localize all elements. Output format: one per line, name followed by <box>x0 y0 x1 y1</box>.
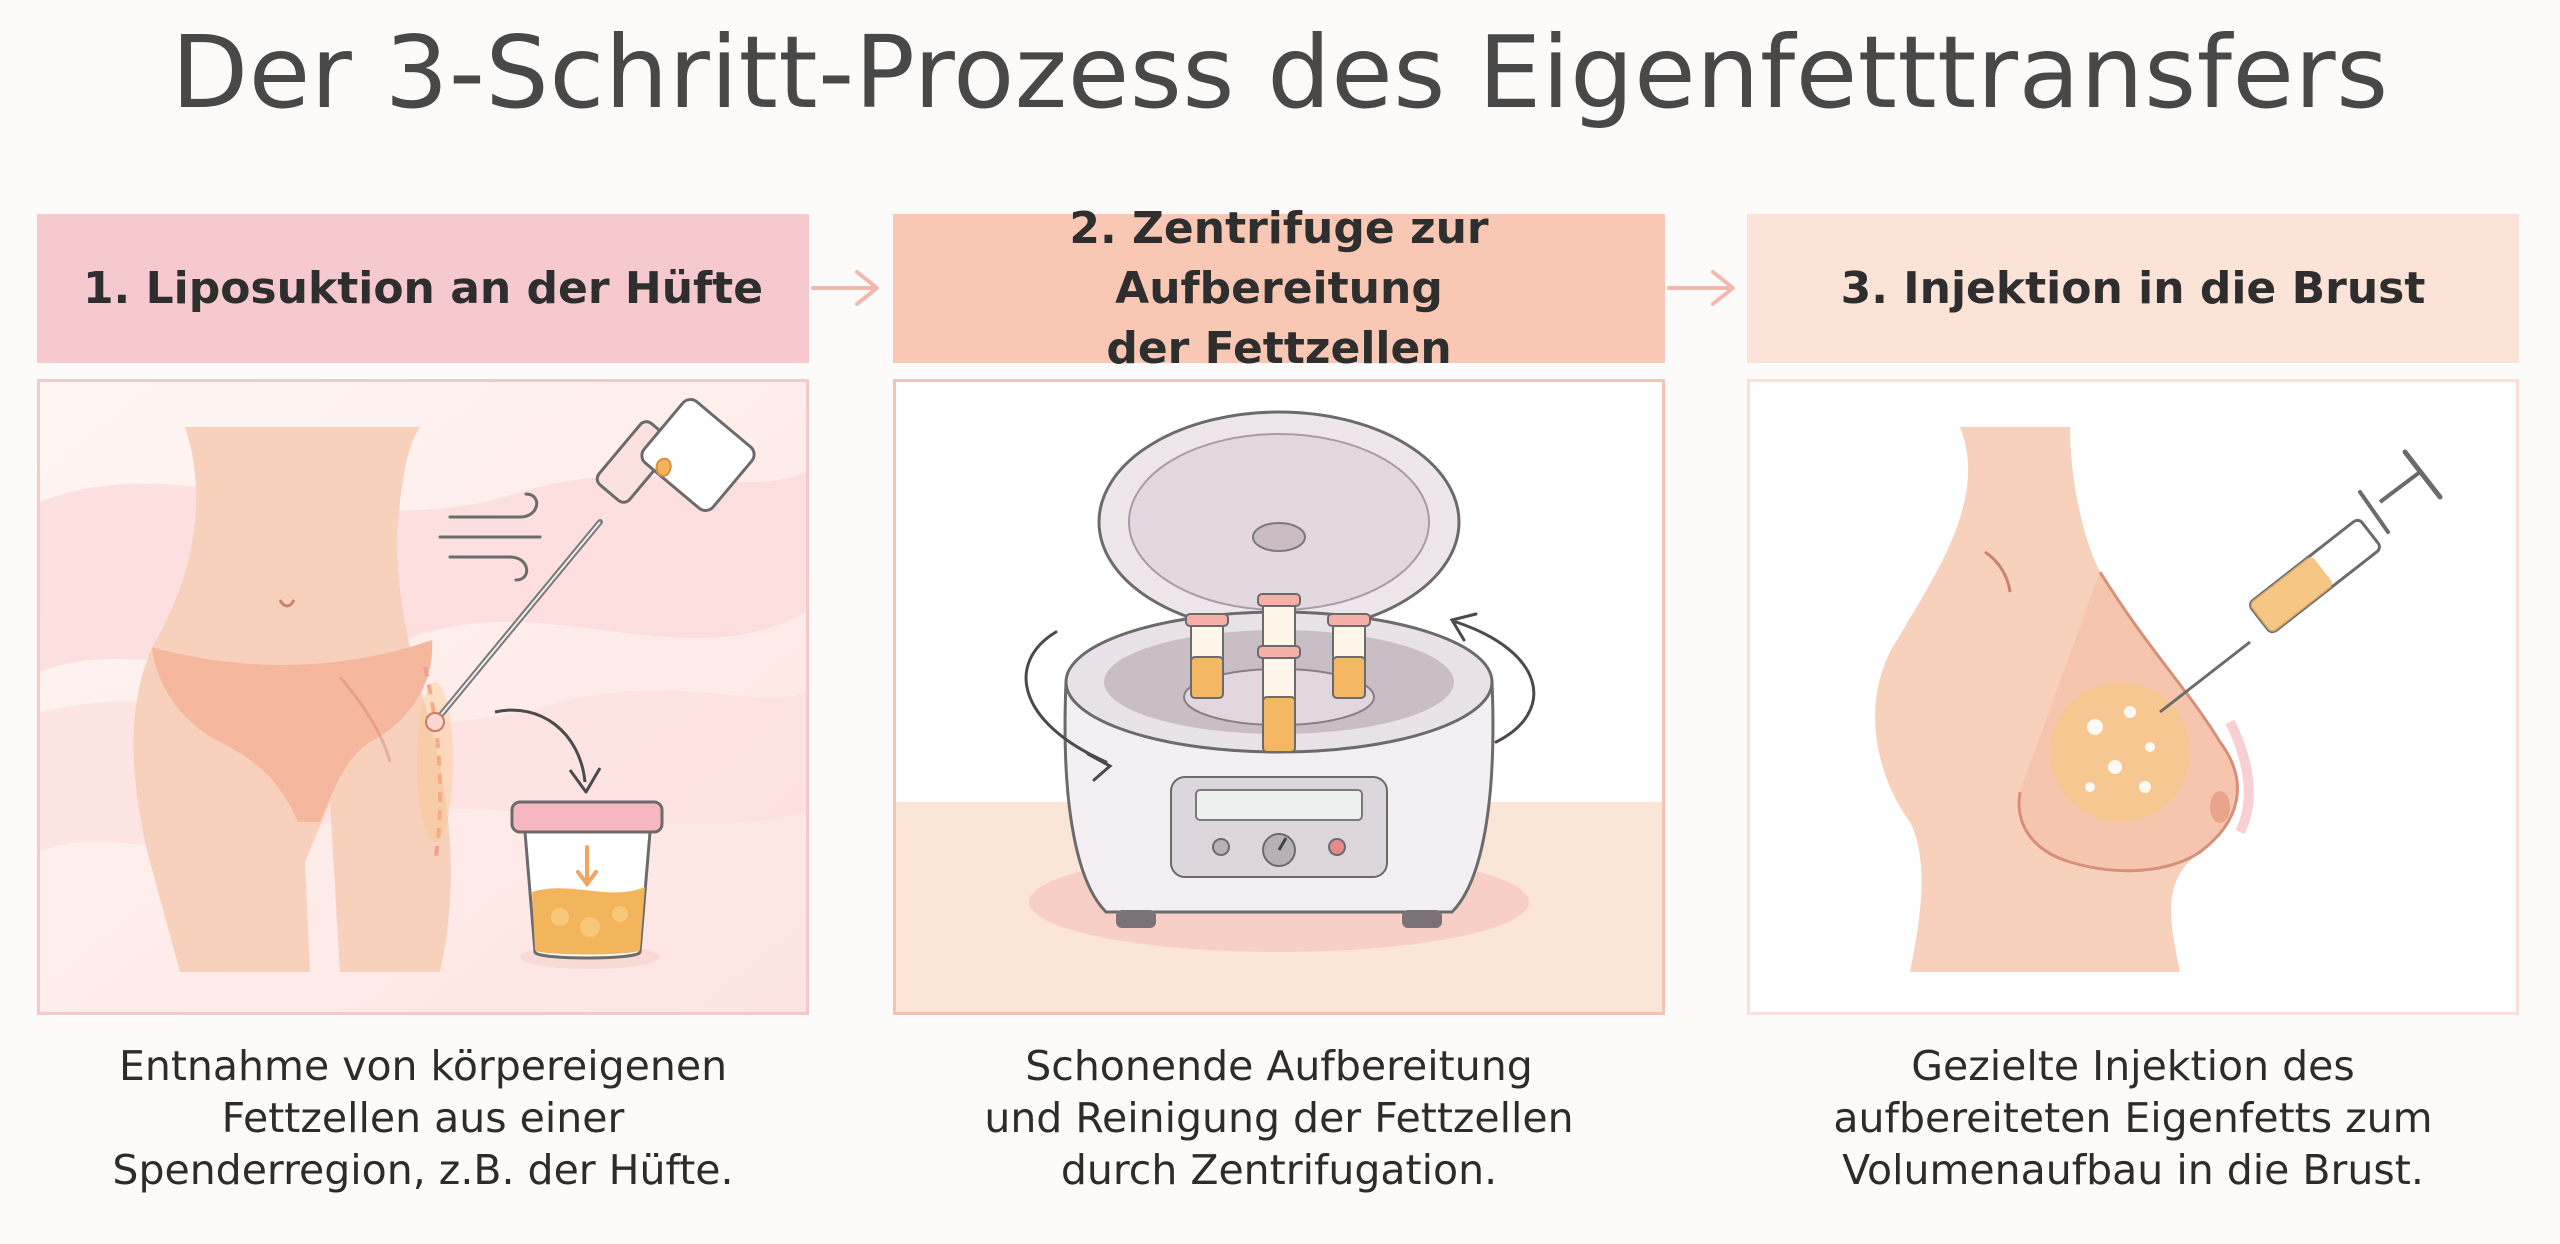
step-3-description: Gezielte Injektion des aufbereiteten Eig… <box>1833 1042 2433 1194</box>
wind-icon <box>438 492 542 582</box>
step-1-description: Entnahme von körpereigenen Fettzellen au… <box>112 1042 734 1194</box>
step-3-header: 3. Injektion in die Brust <box>1747 214 2519 363</box>
rotation-arrow-icon <box>1024 612 1536 782</box>
step-2-header-text: 2. Zentrifuge zur Aufbereitung der Fettz… <box>1069 202 1489 374</box>
step-1-illustration <box>37 379 809 1015</box>
page-title: Der 3-Schritt-Prozess des Eigenfetttrans… <box>171 14 2389 131</box>
step-2-illustration <box>893 379 1665 1015</box>
right-arrow-icon <box>1667 270 1735 306</box>
syringe-icon <box>2159 449 2443 714</box>
centrifuge-icon <box>1063 410 1495 928</box>
step-3-header-text: 3. Injektion in die Brust <box>1840 262 2426 314</box>
liposuction-cannula-icon <box>425 398 756 732</box>
fat-container-icon <box>510 800 664 969</box>
step-2-header: 2. Zentrifuge zur Aufbereitung der Fettz… <box>893 203 1665 374</box>
step-3-illustration <box>1747 379 2519 1015</box>
right-arrow-icon <box>811 270 879 306</box>
step-1-header: 1. Liposuktion an der Hüfte <box>37 214 809 363</box>
breast-figure <box>1875 427 2254 972</box>
step-2-description: Schonende Aufbereitung und Reinigung der… <box>984 1042 1574 1194</box>
step-1-header-text: 1. Liposuktion an der Hüfte <box>82 262 764 314</box>
